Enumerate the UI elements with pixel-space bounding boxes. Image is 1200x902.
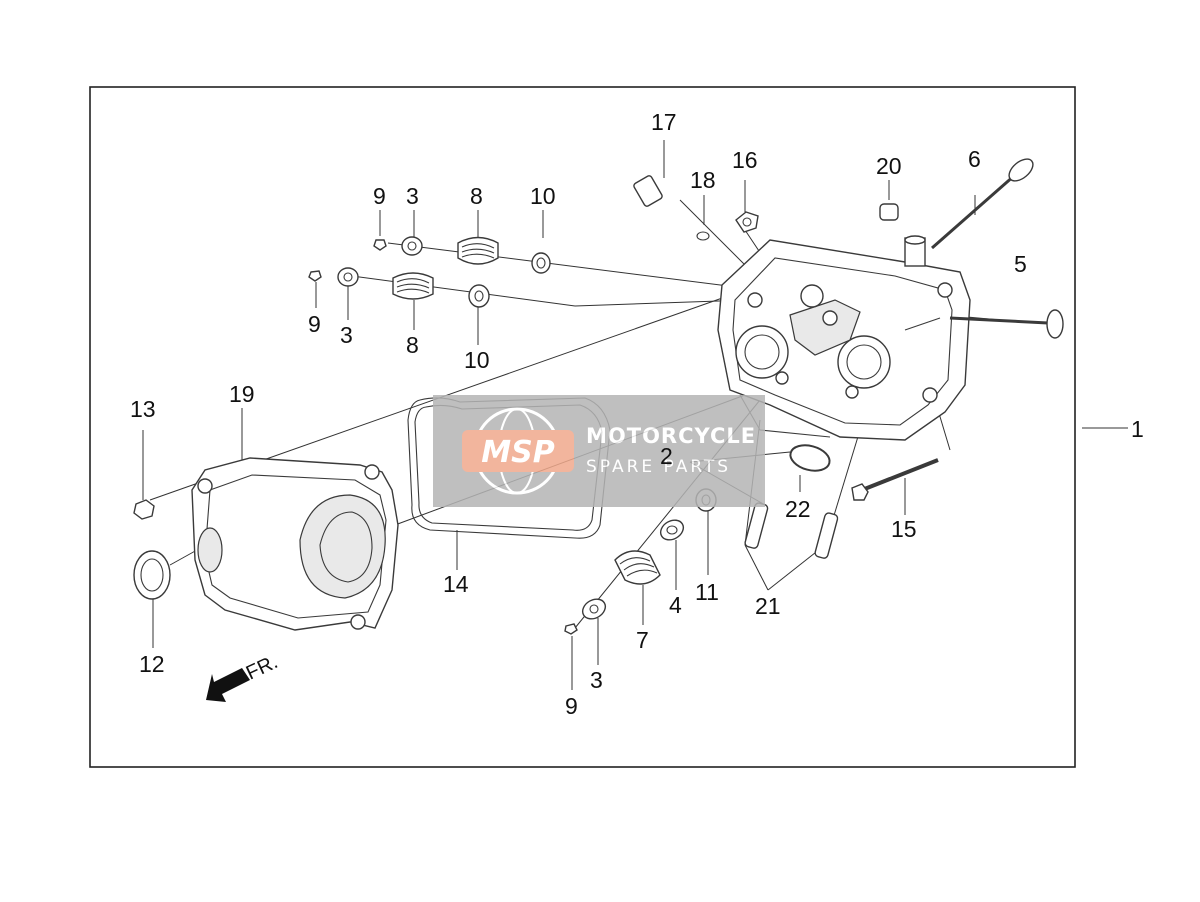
callout-10-lower: 10 xyxy=(464,347,490,373)
cylinder-head xyxy=(717,235,971,441)
callout-3-bottom: 3 xyxy=(590,667,603,693)
valve-spring-8-upper xyxy=(457,236,499,265)
callout-20: 20 xyxy=(876,153,902,179)
valve-keeper-9-bottom xyxy=(564,623,578,635)
spring-retainer-3-upper xyxy=(401,236,423,256)
callout-17: 17 xyxy=(651,109,677,135)
diagram-frame xyxy=(89,86,1076,768)
callout-13: 13 xyxy=(130,396,156,422)
callout-7: 7 xyxy=(636,627,649,653)
callout-5: 5 xyxy=(1014,251,1027,277)
callout-3-middle: 3 xyxy=(340,322,353,348)
callout-10-upper: 10 xyxy=(530,183,556,209)
bolt-13 xyxy=(133,499,155,520)
callout-19: 19 xyxy=(229,381,255,407)
watermark-logo-badge xyxy=(462,430,574,472)
callout-9-middle: 9 xyxy=(308,311,321,337)
callout-16: 16 xyxy=(732,147,758,173)
callout-1: 1 xyxy=(1131,416,1144,442)
callout-21: 21 xyxy=(755,593,781,619)
callout-18: 18 xyxy=(690,167,716,193)
callout-6: 6 xyxy=(968,146,981,172)
valve-cover-19 xyxy=(191,457,399,631)
o-ring-18 xyxy=(696,231,710,241)
callout-2: 2 xyxy=(660,443,673,469)
callout-8-lower: 8 xyxy=(406,332,419,358)
callout-8-upper: 8 xyxy=(470,183,483,209)
valve-spring-8-lower-row xyxy=(392,272,434,300)
callout-labels: 1 2 3 3 3 4 5 6 7 8 8 9 9 9 10 10 11 12 … xyxy=(130,109,1144,719)
callout-12: 12 xyxy=(139,651,165,677)
callout-4: 4 xyxy=(669,592,682,618)
oil-seal-12 xyxy=(133,550,171,600)
watermark: MSP MOTORCYCLE SPARE PARTS xyxy=(433,395,765,507)
valve-seal-10-lower-row xyxy=(468,284,490,308)
callout-3-upper: 3 xyxy=(406,183,419,209)
spring-seat-4 xyxy=(659,519,685,541)
spring-retainer-3-lower-row xyxy=(337,267,359,287)
watermark-line1: MOTORCYCLE xyxy=(586,424,756,448)
callout-11: 11 xyxy=(695,579,719,605)
valve-6 xyxy=(931,158,1034,250)
valve-guide-21b xyxy=(814,512,839,559)
washer-16 xyxy=(735,211,759,233)
spring-retainer-3-bottom xyxy=(581,598,607,620)
dowel-20 xyxy=(879,203,899,221)
valve-keeper-9-lower-row xyxy=(308,270,322,282)
front-direction-arrow: FR. xyxy=(206,651,281,702)
valve-spring-7 xyxy=(614,550,661,585)
arrow-icon xyxy=(206,668,250,702)
valve-5 xyxy=(949,309,1064,339)
o-ring-22 xyxy=(789,444,831,472)
callout-14: 14 xyxy=(443,571,469,597)
callout-9-bottom: 9 xyxy=(565,693,578,719)
callout-9-upper: 9 xyxy=(373,183,386,209)
callout-22: 22 xyxy=(785,496,811,522)
watermark-logo-text: MSP xyxy=(481,435,554,470)
callout-15: 15 xyxy=(891,516,917,542)
watermark-line2: SPARE PARTS xyxy=(586,457,731,477)
valve-keeper-9-upper xyxy=(373,239,387,251)
valve-guide-21a xyxy=(744,502,769,549)
stud-bolt-15 xyxy=(851,458,939,501)
plug-17 xyxy=(633,175,663,207)
valve-seal-10-upper xyxy=(531,252,551,274)
